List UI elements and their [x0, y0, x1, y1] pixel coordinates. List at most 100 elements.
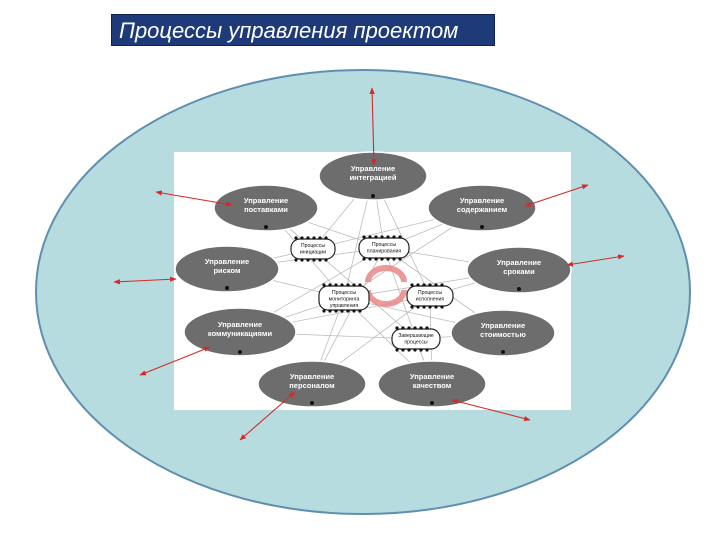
- bead-dot: [434, 283, 438, 287]
- bead-dot: [362, 257, 366, 261]
- node-label: Управление: [460, 196, 504, 205]
- bead-dot: [362, 235, 366, 239]
- node-label: Управление: [481, 321, 525, 330]
- process-label: управления: [330, 303, 358, 309]
- process-label: Процессы: [372, 242, 396, 248]
- process-label: мониторинга: [329, 297, 360, 303]
- bead-dot: [398, 257, 402, 261]
- bead-dot: [324, 236, 328, 240]
- process-label: исполнения: [416, 297, 445, 303]
- node-dot: [238, 350, 242, 354]
- node-dot: [371, 194, 375, 198]
- process-label: процессы: [404, 340, 428, 346]
- process-label: Завершающие: [398, 333, 434, 339]
- red-arrow: [155, 190, 233, 207]
- bead-dot: [440, 283, 444, 287]
- node-ellipse: [377, 360, 487, 408]
- node-label: коммуникациями: [208, 329, 273, 338]
- node-label: Управление: [205, 257, 249, 266]
- bead-dot: [322, 283, 326, 287]
- process-box: [318, 285, 370, 311]
- bead-dot: [334, 283, 338, 287]
- node-label: Управление: [497, 258, 541, 267]
- bead-dot: [416, 305, 420, 309]
- bead-dot: [328, 309, 332, 313]
- bead-dot: [410, 305, 414, 309]
- bead-dot: [294, 258, 298, 262]
- bead-dot: [398, 235, 402, 239]
- red-arrow: [239, 391, 296, 441]
- bead-dot: [306, 236, 310, 240]
- bead-dot: [380, 257, 384, 261]
- bead-dot: [422, 283, 426, 287]
- bead-dot: [380, 235, 384, 239]
- red-arrow: [139, 346, 211, 376]
- node-label: качеством: [413, 381, 452, 390]
- bead-dot: [312, 236, 316, 240]
- bead-dot: [312, 258, 316, 262]
- bead-dot: [395, 326, 399, 330]
- red-arrow: [113, 276, 177, 285]
- bead-dot: [392, 235, 396, 239]
- bead-dot: [374, 235, 378, 239]
- bead-dot: [374, 257, 378, 261]
- bead-dot: [294, 236, 298, 240]
- bead-dot: [428, 283, 432, 287]
- node-label: риском: [213, 266, 241, 275]
- bead-dot: [352, 309, 356, 313]
- node-ellipse: [427, 184, 537, 232]
- bead-dot: [395, 348, 399, 352]
- bead-dot: [428, 305, 432, 309]
- process-label: Процессы: [418, 290, 442, 296]
- red-arrows: [113, 87, 625, 441]
- node-label: Управление: [290, 372, 334, 381]
- red-arrow: [369, 87, 377, 166]
- bead-dot: [328, 283, 332, 287]
- bead-dot: [300, 236, 304, 240]
- node-dot: [501, 350, 505, 354]
- node-ellipse: [183, 307, 297, 357]
- bead-dot: [407, 348, 411, 352]
- node-label: персоналом: [289, 381, 335, 390]
- bead-dot: [440, 305, 444, 309]
- node-label: поставками: [244, 205, 288, 214]
- bead-dot: [358, 309, 362, 313]
- process-label: Процессы: [301, 243, 325, 249]
- bead-dot: [340, 309, 344, 313]
- node-label: Управление: [410, 372, 454, 381]
- bead-dot: [419, 326, 423, 330]
- node-dot: [310, 401, 314, 405]
- node-ellipse: [174, 245, 280, 293]
- red-arrow: [566, 254, 625, 267]
- node-ellipse: [213, 184, 319, 232]
- process-label: планирования: [367, 249, 402, 255]
- node-label: стоимостью: [480, 330, 526, 339]
- bead-dot: [407, 326, 411, 330]
- bead-dot: [401, 326, 405, 330]
- node-label: содержанием: [457, 205, 508, 214]
- bead-dot: [422, 305, 426, 309]
- bead-dot: [419, 348, 423, 352]
- bead-dot: [368, 235, 372, 239]
- bead-dot: [425, 326, 429, 330]
- bead-dot: [306, 258, 310, 262]
- bead-dot: [386, 235, 390, 239]
- bead-dot: [324, 258, 328, 262]
- bead-dot: [410, 283, 414, 287]
- bead-dot: [334, 309, 338, 313]
- node-dot: [430, 401, 434, 405]
- bead-dot: [386, 257, 390, 261]
- bead-dot: [392, 257, 396, 261]
